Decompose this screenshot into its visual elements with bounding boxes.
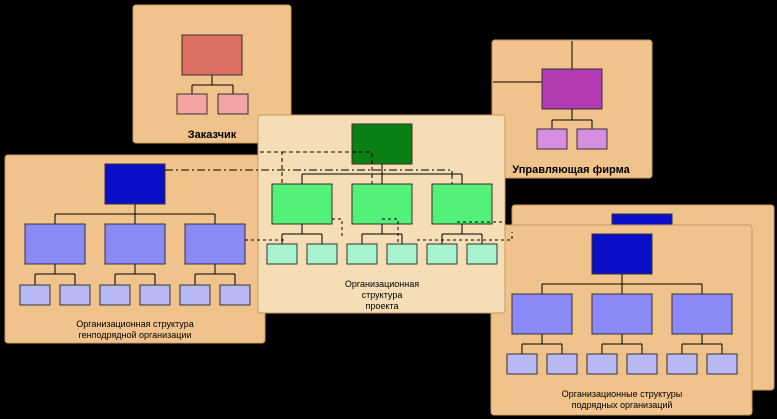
management-firm-panel: Управляющая фирма [491, 39, 653, 179]
general-sub-box [139, 284, 171, 306]
project-mid-box [431, 183, 493, 225]
project-mid-box [271, 183, 333, 225]
subcontractor-sub-box [626, 353, 658, 375]
subcontractor-mid-box [591, 293, 653, 335]
project-label-line1: Организационная [345, 279, 419, 289]
general-mid-box [184, 223, 246, 265]
project-mid-box [351, 183, 413, 225]
management-head-box [541, 68, 603, 110]
project-sub-box [346, 243, 378, 265]
subcontractor-sub-box [546, 353, 578, 375]
customer-panel: Заказчик [132, 4, 292, 144]
general-contractor-panel: Организационная структура генподрядной о… [4, 154, 266, 344]
customer-sub-box [176, 93, 208, 115]
customer-label: Заказчик [188, 129, 237, 141]
general-head-box [104, 163, 166, 205]
project-sub-box [266, 243, 298, 265]
management-sub-box [576, 128, 608, 150]
subcontractor-panels: Организационные структуры подрядных орга… [490, 204, 775, 416]
subcontractor-sub-box [586, 353, 618, 375]
management-firm-label: Управляющая фирма [512, 164, 630, 176]
general-sub-box [179, 284, 211, 306]
project-sub-box [466, 243, 498, 265]
dashed-connector [282, 151, 373, 184]
management-sub-box [536, 128, 568, 150]
subcontractor-back-head-box [611, 213, 673, 227]
project-label-line2: структура [362, 290, 403, 300]
subcontractor-sub-box [506, 353, 538, 375]
customer-sub-box [217, 93, 249, 115]
general-sub-box [59, 284, 91, 306]
dashed-connector [382, 218, 399, 244]
subcontractor-head-box [591, 233, 653, 275]
subcontract-label-line2: подрядных организаций [572, 400, 673, 410]
project-sub-box [386, 243, 418, 265]
subcontractor-mid-box [671, 293, 733, 335]
dashed-connectors [165, 151, 513, 244]
project-panel: Организационная структура проекта [257, 114, 506, 314]
general-mid-box [104, 223, 166, 265]
general-sub-box [19, 284, 51, 306]
customer-head-box [181, 34, 243, 76]
general-label-line1: Организационная структура [76, 319, 193, 329]
subcontractor-mid-box [511, 293, 573, 335]
project-sub-box [426, 243, 458, 265]
subcontract-label-line1: Организационные структуры [562, 389, 683, 399]
project-head-box [351, 123, 413, 165]
subcontractor-sub-box [666, 353, 698, 375]
general-label-line2: генподрядной организации [79, 330, 192, 340]
project-sub-box [306, 243, 338, 265]
project-label-line3: проекта [366, 301, 399, 311]
general-sub-box [219, 284, 251, 306]
subcontractor-sub-box [706, 353, 738, 375]
general-mid-box [24, 223, 86, 265]
dashed-connector [417, 232, 513, 241]
general-sub-box [99, 284, 131, 306]
